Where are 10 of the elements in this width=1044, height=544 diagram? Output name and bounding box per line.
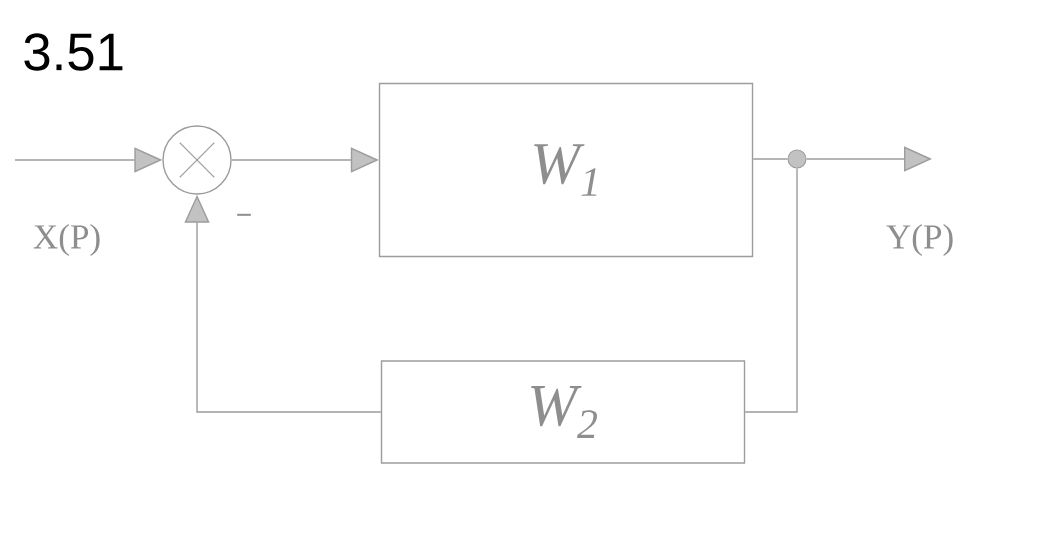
figure-number: 3.51 [24,33,123,71]
branch-point [787,149,807,169]
block-box: W$_{1}$ [378,82,754,258]
summing-junction [162,125,232,195]
sign-label: − [237,213,251,216]
connector-line [752,158,789,160]
signal-label: X(P) [31,222,103,258]
block-box: W$_{2}$ [380,360,746,464]
connector-line [744,167,798,413]
signal-label: Y(P) [884,222,956,258]
